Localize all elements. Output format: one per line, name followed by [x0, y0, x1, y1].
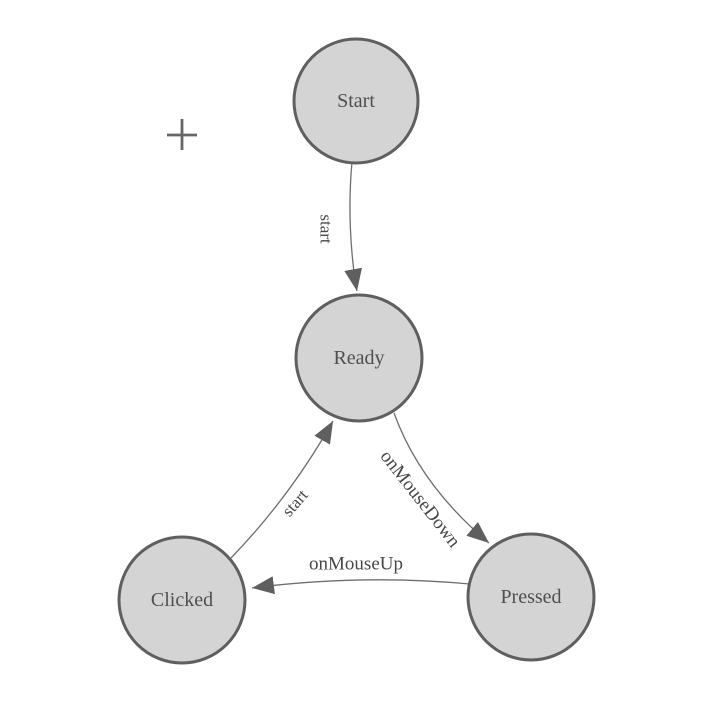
nodes-layer: Start Ready Clicked Pressed — [117, 37, 596, 665]
plus-cursor-icon — [167, 119, 197, 150]
edge-label-start-left: start — [278, 486, 312, 521]
state-node-pressed[interactable] — [466, 532, 596, 662]
edge-label-start-top: start — [317, 214, 336, 244]
edge-pressed-to-clicked[interactable] — [251, 576, 471, 595]
state-node-ready[interactable] — [294, 293, 424, 423]
state-node-clicked[interactable] — [117, 535, 247, 665]
edge-ready-to-pressed[interactable] — [393, 412, 490, 544]
edge-start-to-ready[interactable] — [344, 161, 362, 292]
edge-label-onmouseup: onMouseUp — [309, 554, 403, 575]
edge-label-onmousedown: onMouseDown — [376, 446, 465, 552]
state-node-start[interactable] — [292, 37, 420, 165]
edge-clicked-to-ready[interactable] — [230, 420, 334, 559]
